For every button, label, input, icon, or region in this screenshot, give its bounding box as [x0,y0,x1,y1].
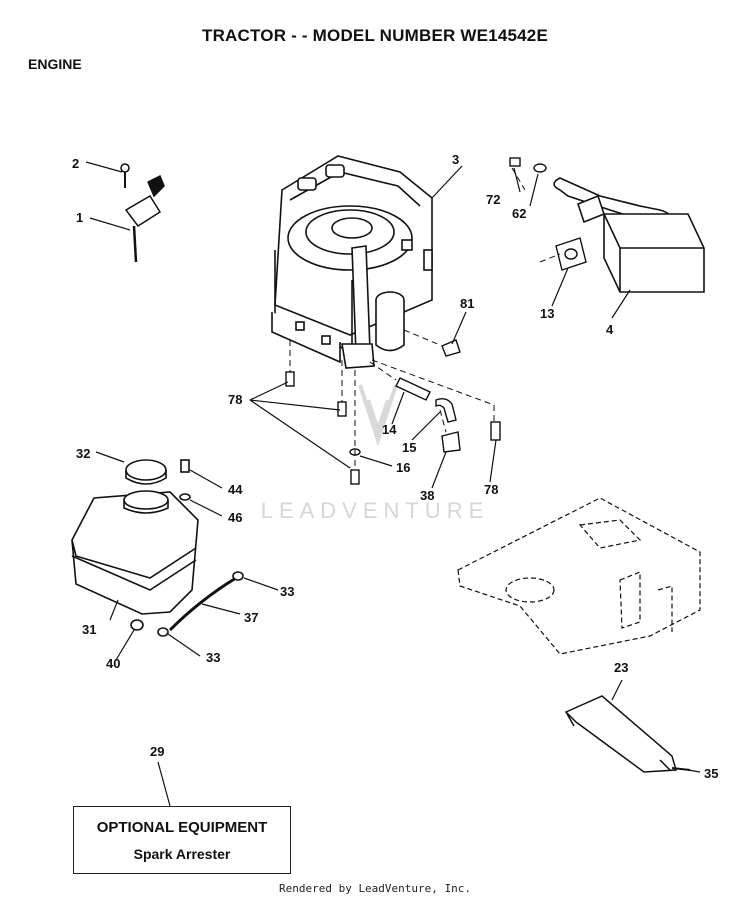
callout-numbers: 1 2 3 4 13 14 15 16 23 29 31 32 33 33 35… [72,152,718,781]
callout-29: 29 [150,744,164,759]
callout-33a: 33 [280,584,294,599]
muffler-drawing [553,177,705,293]
callout-72: 72 [486,192,500,207]
callout-13: 13 [540,306,554,321]
callout-81: 81 [460,296,474,311]
engine-drawing [271,155,433,369]
callout-1: 1 [76,210,83,225]
callout-14: 14 [382,422,397,437]
section-label: ENGINE [28,56,82,72]
callout-16: 16 [396,460,410,475]
optional-equipment-title: OPTIONAL EQUIPMENT [96,819,268,836]
frame-drawing [457,497,701,655]
fuel-line-hardware-drawing [285,371,501,485]
callout-62: 62 [512,206,526,221]
callout-31: 31 [82,622,96,637]
footer-credit: Rendered by LeadVenture, Inc. [278,882,472,895]
gasket-hardware-drawing [441,157,587,357]
leader-lines [85,161,701,807]
heat-shield-drawing [564,695,691,773]
fuel-tank-drawing [71,459,244,637]
callout-78b: 78 [484,482,498,497]
callout-4: 4 [606,322,614,337]
page-title: TRACTOR - - MODEL NUMBER WE14542E [201,26,548,45]
callout-78a: 78 [228,392,242,407]
dashed-alignment-lines [289,167,561,470]
callout-37: 37 [244,610,258,625]
watermark-text: LEADVENTURE [261,498,490,523]
callout-15: 15 [402,440,416,455]
callout-35: 35 [704,766,718,781]
callout-23: 23 [614,660,628,675]
callout-38: 38 [420,488,434,503]
throttle-control-drawing [120,163,165,263]
callout-33b: 33 [206,650,220,665]
callout-32: 32 [76,446,90,461]
callout-46: 46 [228,510,242,525]
optional-equipment-item: Spark Arrester [133,846,231,862]
callout-40: 40 [106,656,120,671]
optional-equipment-box: OPTIONAL EQUIPMENT Spark Arrester [73,806,291,874]
watermark: LEADVENTURE [261,384,490,523]
callout-3: 3 [452,152,459,167]
callout-44: 44 [228,482,243,497]
callout-2: 2 [72,156,79,171]
